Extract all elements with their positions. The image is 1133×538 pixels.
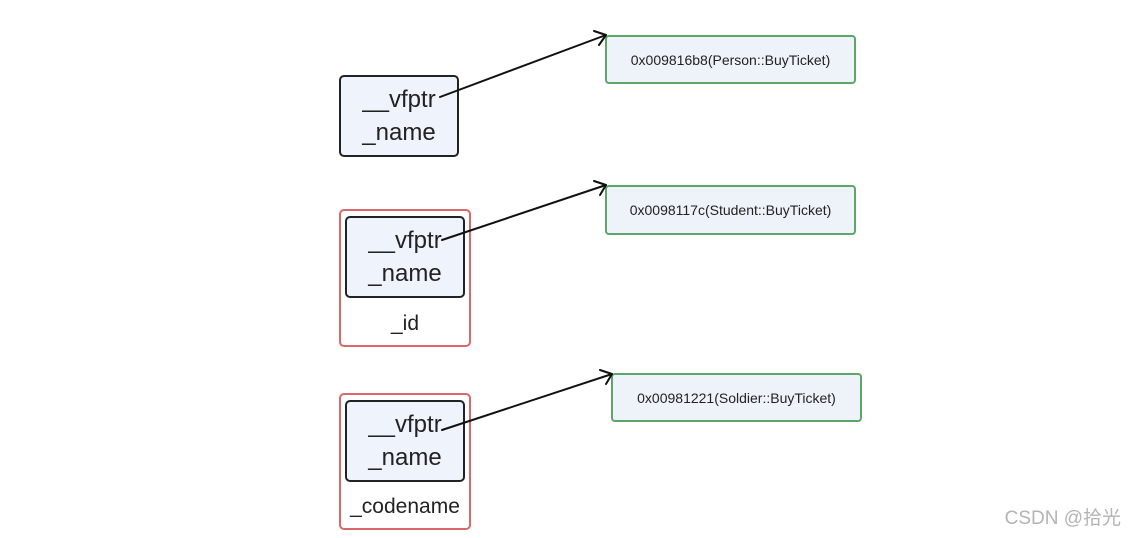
student-vfptr-label: __vfptr	[368, 227, 442, 254]
soldier-buyticket-label: 0x00981221(Soldier::BuyTicket)	[637, 389, 836, 406]
soldier-vfptr-label: __vfptr	[368, 411, 442, 438]
person-name-label: _name	[362, 119, 436, 146]
student-id-label: _id	[390, 312, 420, 335]
csdn-watermark: CSDN @拾光	[1004, 508, 1121, 529]
student-name-label: _name	[368, 260, 442, 287]
person-object-box: __vfptr _name	[339, 75, 459, 157]
student-buyticket-label: 0x0098117c(Student::BuyTicket)	[629, 202, 832, 218]
person-vfptr-label: __vfptr	[362, 86, 436, 113]
student-base-box: __vfptr _name	[345, 216, 465, 298]
person-buyticket-label: 0x009816b8(Person::BuyTicket)	[630, 51, 831, 68]
person-buyticket-box: 0x009816b8(Person::BuyTicket)	[605, 35, 856, 84]
soldier-name-label: _name	[368, 444, 442, 471]
student-buyticket-box: 0x0098117c(Student::BuyTicket)	[605, 185, 856, 235]
soldier-codename-label: _codename	[350, 495, 460, 518]
soldier-base-box: __vfptr _name	[345, 400, 465, 482]
person-vfptr-arrow	[439, 34, 607, 98]
soldier-buyticket-box: 0x00981221(Soldier::BuyTicket)	[611, 373, 862, 422]
